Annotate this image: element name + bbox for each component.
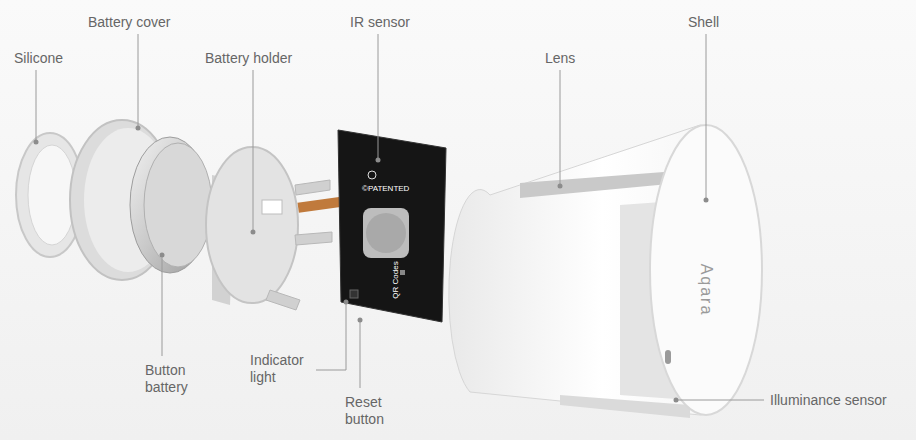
part-label: Reset button: [345, 394, 403, 428]
part-label: Shell: [688, 14, 719, 31]
pcb-marking: ©PATENTED: [362, 184, 409, 194]
brand-logo: Aqara: [697, 264, 715, 317]
part-label: Indicator light: [250, 352, 316, 386]
part-label: Silicone: [14, 50, 63, 67]
part-label: IR sensor: [350, 14, 410, 31]
pcb-marking: QR Codes: [391, 261, 401, 298]
part-label: Illuminance sensor: [770, 392, 887, 409]
part-label: Battery holder: [205, 50, 292, 67]
part-label: Button battery: [145, 362, 207, 396]
part-label: Lens: [545, 50, 575, 67]
part-label: Battery cover: [88, 14, 170, 31]
